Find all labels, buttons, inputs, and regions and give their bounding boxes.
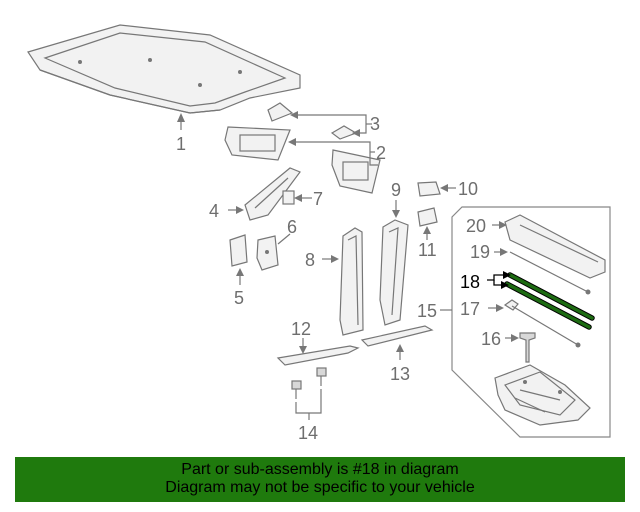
scissor-jack-part[interactable] (494, 364, 591, 426)
b-pillar-upper-trim-part[interactable] (379, 219, 409, 326)
callout-11: 11 (418, 240, 437, 260)
callout-14: 14 (298, 423, 318, 443)
callout-10: 10 (458, 179, 478, 199)
handle-part-10[interactable] (417, 181, 441, 197)
jack-handle-part[interactable] (503, 299, 581, 348)
callout-15: 15 (417, 301, 437, 321)
callout-16: 16 (481, 329, 501, 349)
wheel-wrench-part[interactable] (509, 251, 591, 295)
banner-line-1: Part or sub-assembly is #18 in diagram (181, 461, 459, 478)
callout-9: 9 (391, 180, 401, 200)
banner-line-2: Diagram may not be specific to your vehi… (165, 479, 475, 496)
callout-3: 3 (370, 114, 380, 134)
scuff-plate-part-13[interactable] (360, 325, 434, 347)
jack-extension-rod-part[interactable] (504, 272, 595, 330)
bracket-part-6[interactable] (256, 235, 279, 271)
handle-part-11[interactable] (417, 207, 438, 227)
callout-13: 13 (390, 364, 410, 384)
callout-19: 19 (470, 242, 490, 262)
scuff-plate-part-12[interactable] (276, 345, 360, 366)
clip-part-7[interactable] (282, 190, 295, 205)
callout-1: 1 (176, 134, 186, 154)
sun-visor-part[interactable] (224, 126, 381, 194)
headliner-part[interactable] (27, 24, 301, 114)
callout-12: 12 (291, 319, 311, 339)
b-pillar-lower-trim-part[interactable] (339, 227, 364, 336)
callout-2: 2 (376, 143, 386, 163)
bracket-part-5[interactable] (229, 234, 248, 267)
callout-6: 6 (287, 217, 297, 237)
callout-17: 17 (460, 299, 480, 319)
jack-crank-part[interactable] (519, 332, 536, 363)
callout-7: 7 (313, 189, 323, 209)
fastener-part-14[interactable] (291, 367, 327, 399)
callout-18: 18 (460, 272, 480, 292)
callout-4: 4 (209, 201, 219, 221)
parts-diagram: 1 3 2 4 7 5 6 (27, 24, 611, 443)
callout-5: 5 (234, 288, 244, 308)
part-info-banner: Part or sub-assembly is #18 in diagram D… (15, 457, 625, 502)
callout-20: 20 (466, 216, 486, 236)
callout-8: 8 (305, 250, 315, 270)
tool-bag-part[interactable] (504, 214, 606, 279)
